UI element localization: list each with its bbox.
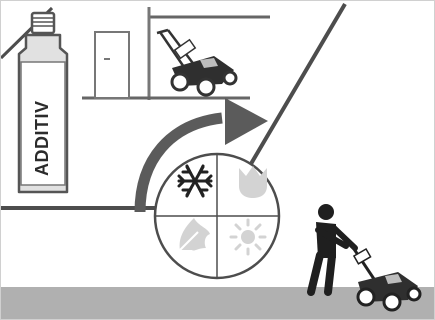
frame-border (0, 0, 435, 320)
illustration: ADDITIV (0, 0, 435, 320)
